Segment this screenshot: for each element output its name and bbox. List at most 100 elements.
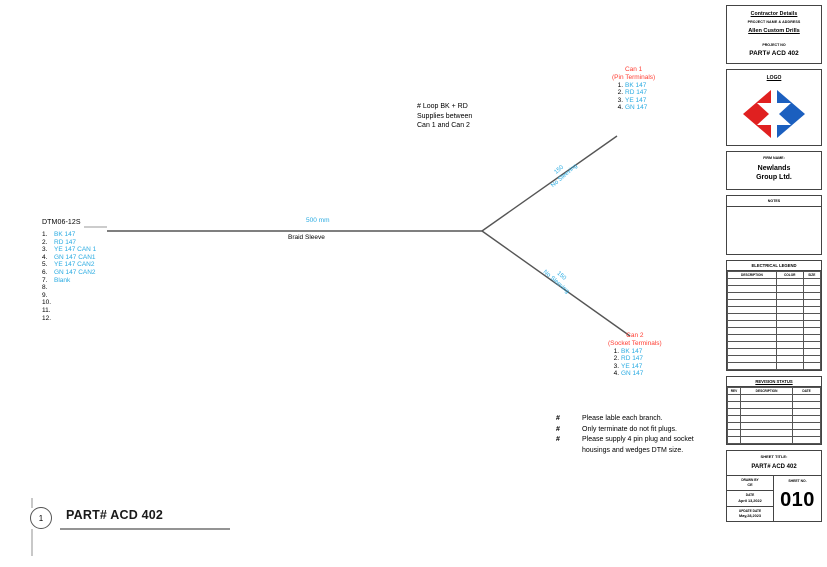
table-row [726, 414, 821, 423]
note-row: # Please supply 4 pin plug and socket ho… [556, 435, 694, 456]
pin-value: YE 147 [625, 96, 647, 104]
table-row [726, 428, 821, 437]
table-cell [775, 319, 804, 328]
firm-name-box: FIRM NAME: Newlands Group Ltd. [726, 150, 822, 190]
title-block-column: Contractor Details PROJECT NAME & ADDRES… [726, 5, 822, 527]
note-row: # Only terminate do not fit plugs. [556, 425, 694, 436]
pin-number: 4. [617, 104, 623, 112]
table-cell [775, 312, 804, 321]
revision-table: REV DESCRIPTION DATE [726, 386, 821, 444]
table-row [727, 333, 822, 342]
can2-title: Can 2 [626, 332, 644, 339]
table-cell [802, 298, 822, 307]
firm-name-line1: Newlands [757, 164, 791, 172]
logo-left-arrow [743, 89, 771, 138]
note-marker: # [556, 415, 560, 422]
table-cell [727, 326, 777, 335]
pin-value: RD 147 [54, 238, 77, 246]
table-cell [775, 291, 804, 300]
pin-number: 11. [42, 307, 51, 315]
table-cell [727, 284, 777, 293]
revision-col-description: DESCRIPTION [740, 386, 794, 395]
trunk-sleeve-label: Braid Sleeve [288, 234, 325, 241]
drawn-by-label: DRAWN BY [741, 477, 759, 482]
left-connector-title: DTM06-12S [42, 219, 81, 226]
table-cell [802, 326, 822, 335]
drawn-by-value: CE [747, 483, 753, 487]
legend-body [727, 277, 822, 370]
table-cell [802, 305, 822, 314]
table-cell [792, 421, 821, 430]
table-cell [802, 284, 822, 293]
part-number-label: PART# ACD 402 [66, 508, 164, 522]
notes-box-caption: NOTES [767, 198, 781, 203]
note-line: Only terminate do not fit plugs. [582, 425, 677, 433]
table-row [727, 305, 822, 314]
trunk-dimension-label: 500 mm [306, 217, 330, 224]
table-row [726, 421, 821, 430]
table-cell [726, 414, 742, 423]
pin-number: 3. [613, 362, 619, 370]
table-cell [740, 435, 794, 444]
table-cell [792, 400, 821, 409]
logo-caption: LOGO [766, 74, 782, 81]
list-item: 1.BK 147 [608, 348, 662, 356]
table-row [727, 340, 822, 349]
list-item: 4.GN 147 [608, 370, 662, 378]
table-cell [740, 428, 794, 437]
loop-note-line: # Loop BK + RD [417, 103, 468, 110]
note-line: Please lable each branch. [582, 415, 663, 422]
note-row: # Please lable each branch. [556, 414, 694, 425]
pin-number: 2. [617, 89, 623, 97]
pin-number: 10. [42, 299, 52, 307]
logo-box: LOGO [726, 68, 822, 146]
note-text: Please lable each branch. [582, 414, 694, 425]
table-cell [802, 319, 822, 328]
can2-subtitle: (Socket Terminals) [608, 339, 662, 347]
can1-pin-list: 1.BK 147 2.RD 147 3.YE 147 4.GN 147 [612, 82, 655, 112]
pin-number: 7. [42, 276, 48, 284]
pin-number: 6. [42, 269, 48, 277]
firm-name-line2: Group Ltd. [756, 173, 792, 181]
loop-note-line: Supplies between [417, 112, 473, 120]
list-item: 2. RD 147 [42, 239, 96, 247]
table-cell [727, 361, 777, 370]
list-item: 4.GN 147 [612, 104, 655, 112]
sheet-title-caption: SHEET TITLE: [760, 453, 788, 459]
revision-caption: REVISION STATUS [727, 377, 821, 387]
list-item: 3.YE 147 [608, 363, 662, 371]
table-cell [740, 400, 794, 409]
contractor-company: Allen Custom Drills [748, 27, 800, 34]
pin-number: 2. [613, 355, 619, 363]
legend-col-description: DESCRIPTION [727, 270, 777, 279]
list-item: 3.YE 147 CAN 1 [42, 246, 96, 254]
table-cell [792, 414, 821, 423]
table-row [727, 284, 822, 293]
sheet-no-label: SHEET NO. [788, 478, 807, 483]
table-row [727, 347, 822, 356]
note-marker: # [556, 436, 560, 443]
pin-number: 1. [613, 347, 619, 355]
pin-number: 2. [42, 238, 48, 246]
legend-col-size: SIZE [802, 270, 822, 279]
table-row [727, 291, 822, 300]
left-connector-pin-list: 1.BK 147 2.RD 147 3.YE 147 CAN 1 4.GN 14… [42, 231, 96, 322]
pin-value: RD 147 [621, 355, 644, 363]
table-cell [727, 312, 777, 321]
sheet-no-cell: SHEET NO. 010 [774, 476, 821, 522]
company-logo-icon [727, 86, 821, 142]
firm-caption: FIRM NAME: [763, 155, 785, 160]
logo-arrows-icon [743, 89, 805, 138]
table-cell [726, 400, 742, 409]
pin-value: GN 147 [621, 370, 644, 378]
contractor-details-box: Contractor Details PROJECT NAME & ADDRES… [726, 5, 822, 64]
pin-value: GN 147 [625, 104, 648, 112]
table-cell [727, 333, 777, 342]
part-callout: 1 PART# ACD 402 [22, 498, 222, 556]
table-cell [726, 428, 742, 437]
update-date-cell: UPDATE DATE May,28,2023 [727, 507, 773, 522]
branch-wire-can2 [481, 230, 631, 337]
note-line: Please supply 4 pin plug and socket [582, 436, 694, 443]
loop-supply-note: # Loop BK + RD Supplies between Can 1 an… [417, 102, 472, 131]
loop-note-line: Can 1 and Can 2 [417, 122, 470, 129]
